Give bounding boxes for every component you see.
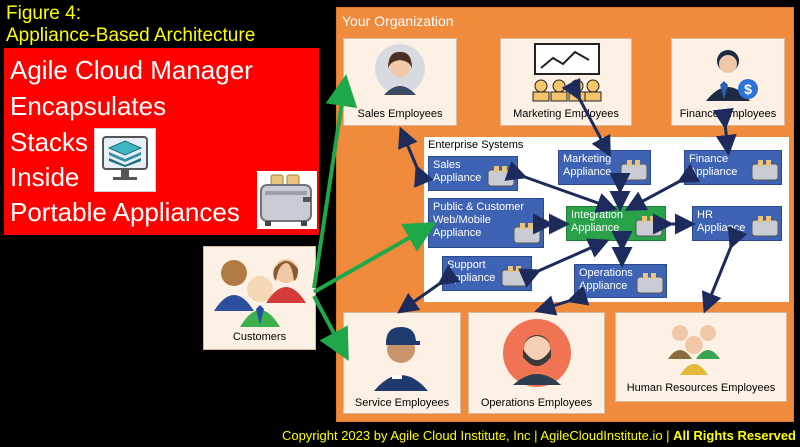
businessman-dollar-icon: $: [706, 50, 758, 101]
sales-appliance: Sales Appliance: [428, 156, 518, 191]
headline-line: Agile Cloud Manager: [10, 55, 253, 85]
toaster-icon: [751, 160, 779, 181]
headline-line: Encapsulates: [10, 91, 167, 121]
headline-line: Portable Appliances: [10, 197, 240, 227]
customer-arrows: [312, 74, 437, 362]
enterprise-systems-title: Enterprise Systems: [428, 139, 524, 151]
svg-text:$: $: [744, 81, 752, 97]
figure-title: Appliance-Based Architecture: [6, 25, 256, 46]
internal-arrows: [397, 77, 748, 316]
customers-label: Customers: [232, 331, 287, 343]
sales-employees-card: Sales Employees: [343, 38, 457, 126]
person-icon: [374, 327, 428, 391]
stack-layers-icon: [94, 128, 156, 192]
appliance-label: Finance Appliance: [689, 153, 738, 178]
organization-title: Your Organization: [342, 13, 454, 29]
rights-text: All Rights Reserved: [673, 428, 796, 443]
service-employees-card: Service Employees: [343, 312, 461, 414]
figure-number: Figure 4:: [6, 3, 81, 24]
group-people-icon: [668, 325, 720, 375]
toaster-icon: [636, 273, 664, 294]
toaster-icon: [257, 171, 317, 229]
headline-line: Stacks: [10, 127, 89, 157]
toaster-icon: [751, 216, 779, 237]
headline-box: Agile Cloud Manager Encapsulates Stacks …: [4, 48, 319, 235]
employee-label: Human Resources Employees: [626, 382, 776, 394]
copyright-text: Copyright 2023 by Agile Cloud Institute,…: [281, 428, 674, 443]
headline-line: Inside: [10, 162, 80, 192]
customers-card: Customers: [203, 246, 316, 350]
employee-label: Service Employees: [354, 397, 450, 409]
employee-label: Operations Employees: [480, 397, 593, 409]
operations-employees-card: Operations Employees: [468, 312, 605, 414]
person-icon: [375, 44, 425, 95]
employee-label: Sales Employees: [357, 108, 443, 120]
hr-employees-card: Human Resources Employees: [615, 312, 787, 402]
group-people-icon: [214, 259, 306, 327]
person-icon: [503, 319, 571, 387]
appliance-label: Sales Appliance: [433, 159, 482, 184]
copyright-footer: Copyright 2023 by Agile Cloud Institute,…: [0, 428, 796, 443]
